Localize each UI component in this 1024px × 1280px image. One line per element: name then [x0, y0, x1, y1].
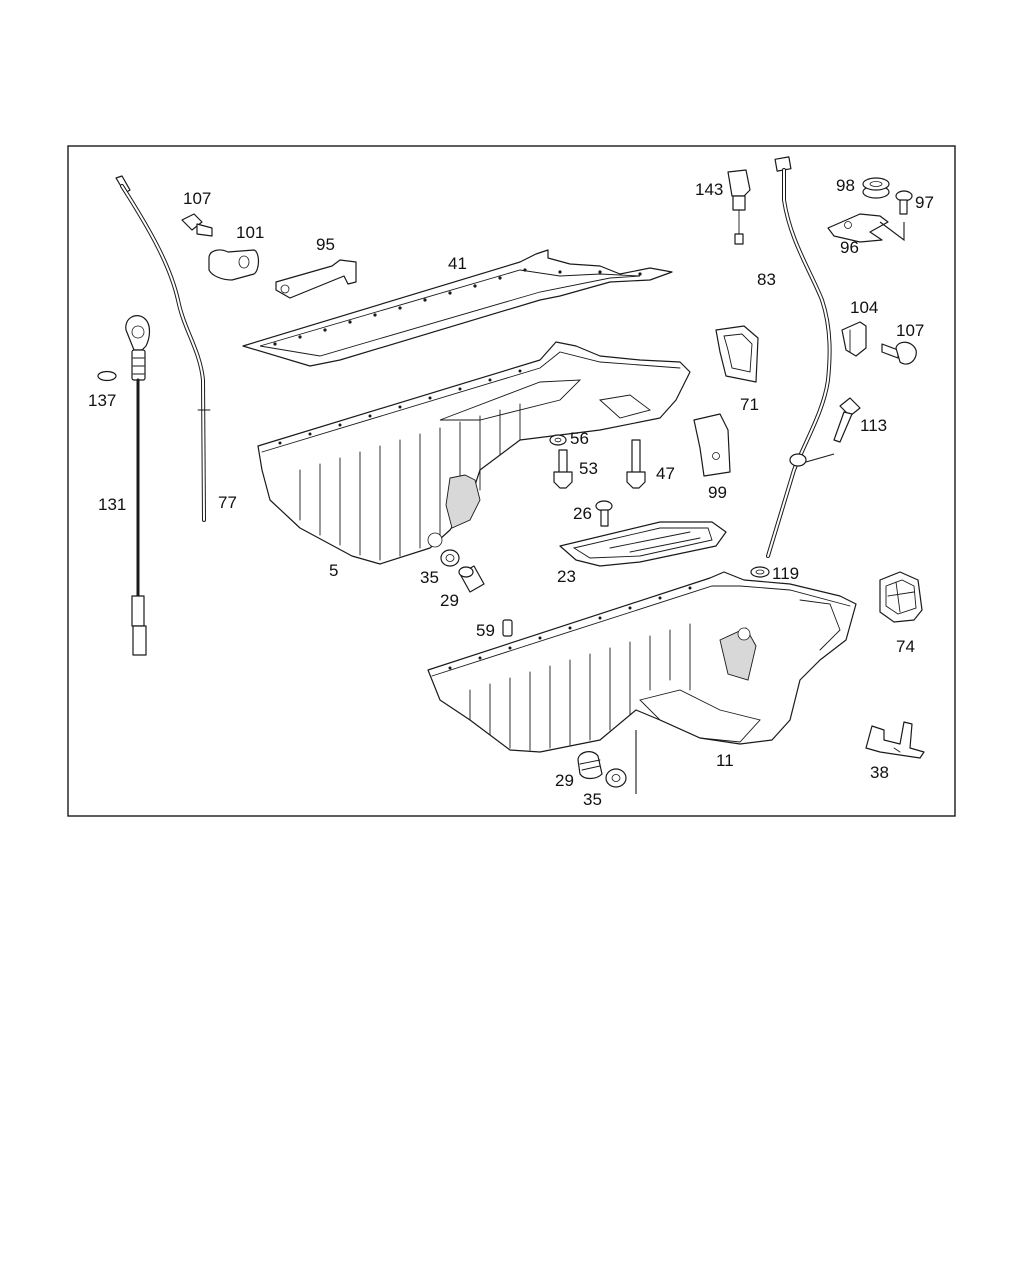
- part-131-dipstick[interactable]: [125, 315, 151, 656]
- callout-35[interactable]: 35: [420, 568, 439, 587]
- callout-23[interactable]: 23: [557, 567, 576, 586]
- part-98-grommet[interactable]: [862, 177, 890, 199]
- part-29-drain-plug-lower[interactable]: [577, 751, 603, 780]
- part-47-bolt[interactable]: [626, 439, 646, 489]
- part-99-bracket[interactable]: [693, 413, 731, 477]
- callout-113[interactable]: 113: [860, 416, 887, 435]
- callout-labels: 107 101 95 41 143 98 97 96 83 104 107 13…: [88, 176, 934, 809]
- part-107-bolt-upper[interactable]: [181, 213, 213, 237]
- callout-107[interactable]: 107: [183, 189, 211, 208]
- callout-59[interactable]: 59: [476, 621, 495, 640]
- part-119-o-ring[interactable]: [750, 566, 770, 578]
- part-96-bracket[interactable]: [827, 213, 905, 243]
- callout-96[interactable]: 96: [840, 238, 859, 257]
- callout-77[interactable]: 77: [218, 493, 237, 512]
- part-71-seal[interactable]: [715, 325, 759, 383]
- callout-143[interactable]: 143: [695, 180, 723, 199]
- part-104-clip[interactable]: [841, 321, 867, 357]
- part-95-bracket[interactable]: [275, 259, 357, 299]
- part-35-seal-ring-upper[interactable]: [440, 549, 460, 567]
- callout-97[interactable]: 97: [915, 193, 934, 212]
- part-74-cover[interactable]: [879, 571, 923, 623]
- callout-98[interactable]: 98: [836, 176, 855, 195]
- callout-29[interactable]: 29: [555, 771, 574, 790]
- callout-56[interactable]: 56: [570, 429, 589, 448]
- part-77-dipstick-guide-tube[interactable]: [115, 175, 211, 522]
- part-56-washer[interactable]: [549, 434, 567, 446]
- callout-104[interactable]: 104: [850, 298, 878, 317]
- callout-107[interactable]: 107: [896, 321, 924, 340]
- callout-38[interactable]: 38: [870, 763, 889, 782]
- part-41-oil-pan-gasket[interactable]: [242, 249, 673, 367]
- callout-53[interactable]: 53: [579, 459, 598, 478]
- part-23-baffle-plate[interactable]: [559, 521, 727, 567]
- part-29-drain-plug-upper[interactable]: [458, 565, 485, 593]
- callout-47[interactable]: 47: [656, 464, 675, 483]
- part-26-screw[interactable]: [595, 500, 613, 527]
- part-113-bolt[interactable]: [833, 397, 861, 443]
- callout-41[interactable]: 41: [448, 254, 467, 273]
- part-97-screw[interactable]: [895, 190, 913, 215]
- part-38-clip[interactable]: [865, 721, 925, 759]
- callout-29[interactable]: 29: [440, 591, 459, 610]
- callout-137[interactable]: 137: [88, 391, 116, 410]
- callout-71[interactable]: 71: [740, 395, 759, 414]
- part-5-upper-oil-pan[interactable]: [257, 341, 691, 565]
- callout-35[interactable]: 35: [583, 790, 602, 809]
- callout-74[interactable]: 74: [896, 637, 915, 656]
- part-59-dowel-pin[interactable]: [502, 619, 513, 637]
- diagram-frame: [67, 145, 956, 817]
- callout-83[interactable]: 83: [757, 270, 776, 289]
- callout-26[interactable]: 26: [573, 504, 592, 523]
- callout-99[interactable]: 99: [708, 483, 727, 502]
- callout-11[interactable]: 11: [716, 751, 734, 770]
- part-11-lower-oil-pan[interactable]: [427, 571, 857, 753]
- callout-5[interactable]: 5: [329, 561, 338, 580]
- part-83-dipstick-guide-tube[interactable]: [766, 156, 835, 558]
- part-35-seal-ring-lower[interactable]: [605, 768, 627, 788]
- callout-119[interactable]: 119: [772, 564, 799, 583]
- part-143-oil-level-sensor[interactable]: [727, 169, 751, 245]
- callout-101[interactable]: 101: [236, 223, 264, 242]
- callout-131[interactable]: 131: [98, 495, 126, 514]
- callout-95[interactable]: 95: [316, 235, 335, 254]
- part-101-clamp[interactable]: [208, 249, 260, 281]
- part-137-o-ring[interactable]: [97, 370, 117, 382]
- part-107-bolt-lower[interactable]: [881, 341, 917, 365]
- part-53-bolt[interactable]: [553, 449, 573, 489]
